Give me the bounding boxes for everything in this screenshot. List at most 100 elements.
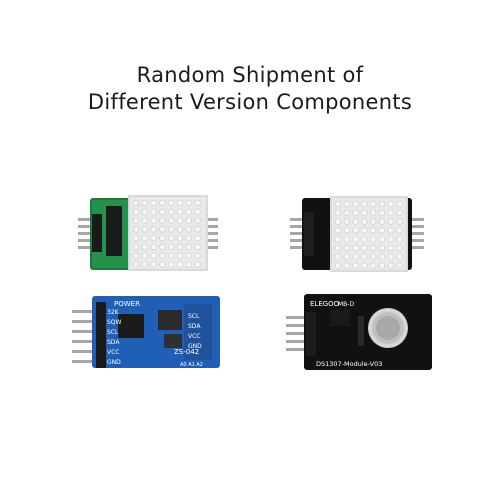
led-dot — [370, 200, 377, 208]
led-dot — [396, 236, 403, 243]
led-dot — [387, 209, 394, 216]
led-dot — [159, 226, 166, 233]
led-dot — [343, 253, 350, 260]
led-dot — [168, 217, 175, 224]
led-dot — [343, 200, 350, 208]
led-dot — [361, 236, 368, 243]
led-dot — [334, 209, 342, 216]
led-dot — [378, 227, 386, 234]
black-rtc-module: ELEGOO MB-D DS1307-Module-V03 — [286, 292, 436, 372]
black-pcb-led-matrix-module — [290, 190, 425, 275]
led-dot — [194, 208, 201, 215]
led-dot — [185, 261, 192, 268]
led-dot — [150, 261, 157, 268]
rtc-right-pin-label: SDA — [188, 323, 201, 330]
led-dot — [378, 253, 386, 260]
led-dot — [194, 252, 201, 259]
led-dot — [168, 243, 175, 251]
led-dot — [396, 244, 403, 252]
led-dot — [185, 226, 192, 233]
rtc-left-pin-label: GND — [107, 359, 121, 366]
led-dot — [141, 261, 148, 268]
led-dot — [194, 217, 201, 224]
led-dot — [132, 208, 140, 215]
led-dot — [378, 218, 386, 225]
led-dot — [343, 236, 350, 243]
led-dot — [132, 199, 140, 207]
led-dot — [185, 208, 192, 215]
caption-line-2: Different Version Components — [87, 90, 413, 114]
led-dot — [176, 252, 184, 259]
led-dot — [370, 236, 377, 243]
led-dot — [334, 253, 342, 260]
led-dot — [352, 200, 359, 208]
led-dot — [396, 200, 403, 208]
led-dot — [387, 244, 394, 252]
led-dot — [361, 218, 368, 225]
led-dot — [159, 208, 166, 215]
led-dot — [352, 244, 359, 252]
led-dot — [159, 217, 166, 224]
led-dot — [396, 262, 403, 269]
led-dot — [370, 244, 377, 252]
led-dot — [378, 262, 386, 269]
led-dot — [334, 236, 342, 243]
led-dot — [396, 218, 403, 225]
rtc-right-pin-label: SCL — [188, 313, 200, 320]
led-dot — [378, 209, 386, 216]
led-dot — [159, 235, 166, 242]
led-dot — [396, 253, 403, 260]
led-dot — [176, 226, 184, 233]
led-dot — [176, 261, 184, 268]
led-dot — [176, 235, 184, 242]
led-dot — [387, 253, 394, 260]
led-dot — [168, 199, 175, 207]
rtc-left-pin-label: 32K — [107, 309, 120, 316]
rtc-top-label: POWER — [114, 300, 140, 308]
led-dot — [141, 217, 148, 224]
led-dot — [361, 200, 368, 208]
led-dot — [159, 261, 166, 268]
led-dot — [141, 199, 148, 207]
led-dot — [159, 199, 166, 207]
led-dot — [387, 236, 394, 243]
led-dot — [194, 235, 201, 242]
blue-rtc-module: POWER ZS-042 32K SQW SCL SDA VCC GND SCL… — [72, 292, 222, 372]
led-dot — [194, 199, 201, 207]
rtc-part-label: MB-D — [338, 301, 354, 308]
led-dot — [334, 262, 342, 269]
led-dot — [132, 226, 140, 233]
led-dot — [352, 227, 359, 234]
led-dot — [370, 218, 377, 225]
led-dot — [185, 217, 192, 224]
led-dot — [185, 252, 192, 259]
led-dot — [378, 236, 386, 243]
led-dot — [159, 243, 166, 251]
led-dot — [361, 244, 368, 252]
led-dot — [176, 199, 184, 207]
led-dot — [141, 243, 148, 251]
led-dot — [378, 200, 386, 208]
led-dot — [176, 208, 184, 215]
led-dot — [132, 261, 140, 268]
led-dot — [168, 226, 175, 233]
led-dot — [132, 252, 140, 259]
led-dot — [387, 218, 394, 225]
led-dot — [185, 199, 192, 207]
led-dot — [361, 253, 368, 260]
led-dot — [396, 227, 403, 234]
led-dot — [352, 253, 359, 260]
led-dot — [185, 243, 192, 251]
led-dot — [141, 252, 148, 259]
led-dot — [185, 235, 192, 242]
led-dot — [176, 217, 184, 224]
led-dot — [361, 262, 368, 269]
led-dot — [343, 209, 350, 216]
led-dot — [150, 217, 157, 224]
rtc-chip-label: ZS-042 — [174, 348, 199, 356]
led-dot — [132, 235, 140, 242]
led-dot — [168, 208, 175, 215]
rtc-model-label: DS1307-Module-V03 — [316, 360, 382, 368]
rtc-right-pin-label: VCC — [188, 333, 200, 340]
rtc-right-pin-label: GND — [188, 343, 202, 350]
